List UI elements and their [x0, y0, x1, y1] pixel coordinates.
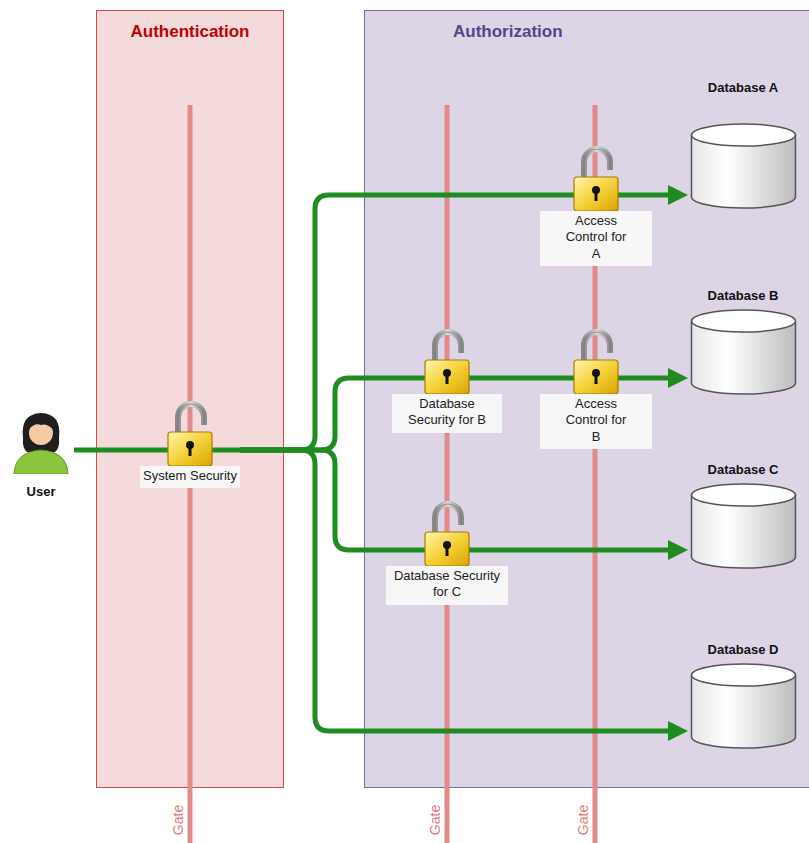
database-label: Database A [688, 80, 798, 95]
lock-shackle [435, 504, 461, 536]
lock-gate: Database Security for C [386, 500, 508, 605]
flow-arrow [74, 448, 140, 453]
database-icon [690, 123, 797, 209]
user-hair [23, 413, 60, 452]
lock-body [168, 432, 212, 466]
database-icon [690, 309, 797, 395]
user-body [14, 450, 68, 474]
lock-shackle [584, 332, 610, 364]
lock-gate: Database Security for B [392, 328, 502, 433]
flow-arrow [502, 376, 540, 381]
database-label: Database B [688, 288, 798, 303]
zone-heading: Authorization [453, 22, 563, 42]
lock-label: Database Security for C [386, 566, 508, 605]
cylinder-top [691, 484, 795, 506]
database-label: Database D [688, 642, 798, 657]
lock-label: Access Control for A [540, 211, 652, 266]
keyhole [446, 546, 449, 556]
keyhole [595, 191, 598, 201]
database-label: Database C [688, 462, 798, 477]
lock-body [425, 532, 469, 566]
security-zone: AuthorizationAccess Control for A Databas… [364, 10, 809, 788]
cylinder-top [691, 124, 795, 146]
keyhole [446, 374, 449, 384]
database-cylinder: Database A [688, 80, 798, 209]
user-actor: User [8, 408, 74, 499]
security-zone: AuthenticationSystem Security [96, 10, 284, 788]
database-cylinder: Database C [688, 462, 798, 569]
database-cylinder: Database B [688, 288, 798, 395]
lock-icon [540, 328, 652, 394]
lock-icon [140, 400, 240, 466]
lock-body [574, 177, 618, 211]
lock-label: Access Control for B [540, 394, 652, 449]
lock-shackle [178, 404, 204, 436]
lock-label: Database Security for B [392, 394, 502, 433]
cylinder-top [691, 310, 795, 332]
flow-arrow [652, 193, 668, 198]
lock-icon [386, 500, 508, 566]
zone-heading: Authentication [131, 22, 250, 42]
database-icon [690, 663, 797, 749]
flow-arrow [652, 376, 668, 381]
actor-label: User [8, 484, 74, 499]
lock-gate: System Security [140, 400, 240, 488]
lock-shackle [435, 332, 461, 364]
gate-label: Gate [575, 805, 591, 835]
keyhole [595, 374, 598, 384]
lock-label: System Security [140, 466, 240, 488]
database-cylinder: Database D [688, 642, 798, 749]
cylinder-top [691, 664, 795, 686]
user-icon [8, 408, 74, 474]
lock-gate: Access Control for B [540, 328, 652, 449]
gate-label: Gate [170, 805, 186, 835]
lock-shackle [584, 149, 610, 181]
flow-arrow [508, 548, 668, 553]
lock-gate: Access Control for A [540, 145, 652, 266]
database-icon [690, 483, 797, 569]
lock-icon [540, 145, 652, 211]
gate-label: Gate [427, 805, 443, 835]
user-bangs [28, 419, 54, 430]
zone-fill [96, 10, 284, 788]
lock-icon [392, 328, 502, 394]
lock-body [574, 360, 618, 394]
keyhole [189, 446, 192, 456]
lock-body [425, 360, 469, 394]
